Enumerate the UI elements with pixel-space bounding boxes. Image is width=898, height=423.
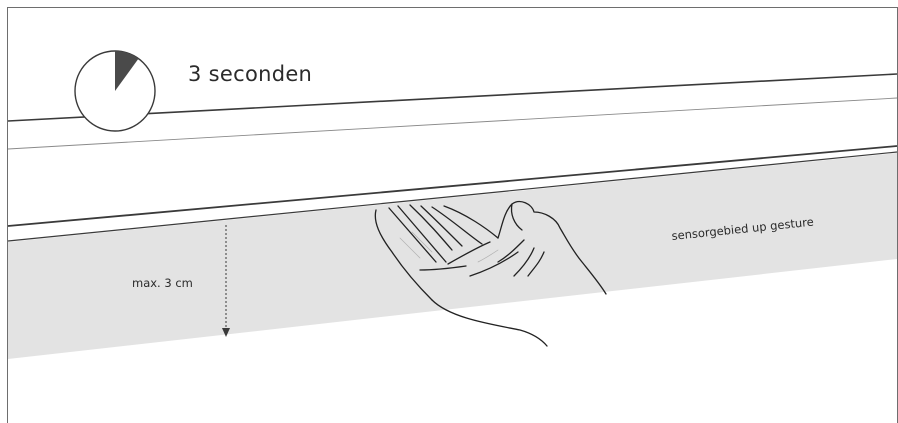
distance-label: max. 3 cm [132,276,193,290]
sensor-area [8,153,897,359]
hood-bottom-edge [7,145,898,227]
hand-detail-strokes [399,231,499,263]
distance-arrow [222,225,230,337]
hand-illustration [374,200,607,347]
sensor-top-edge [7,151,898,242]
timer-elapsed-wedge [115,50,139,91]
timer-label: 3 seconden [188,62,312,86]
timer-icon [74,50,156,132]
hood-top-line [7,73,898,122]
hood-thin-line [7,97,898,150]
